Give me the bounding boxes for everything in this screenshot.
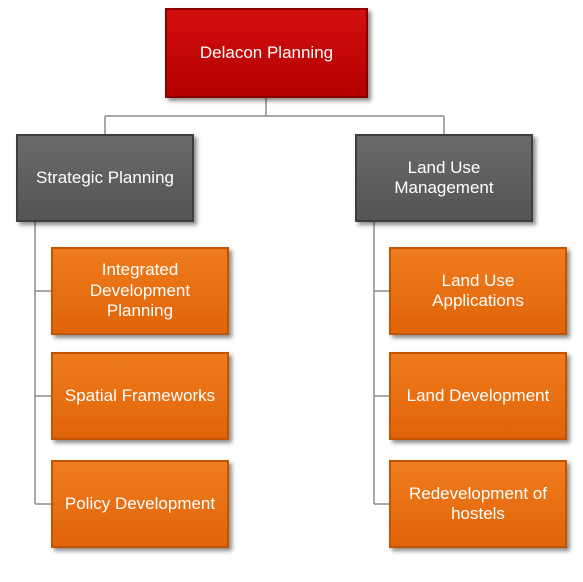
root-node: Delacon Planning: [165, 8, 368, 98]
leaf-node-label: Land Development: [406, 385, 550, 405]
leaf-node-label: Spatial Frameworks: [64, 385, 216, 405]
leaf-node-spatial-frameworks: Spatial Frameworks: [51, 352, 229, 440]
leaf-node-policy-development: Policy Development: [51, 460, 229, 548]
leaf-node-label: Integrated Development Planning: [89, 260, 191, 321]
branch-node-label: Strategic Planning: [36, 167, 174, 187]
leaf-node-redevelopment-of-hostels: Redevelopment of hostels: [389, 460, 567, 548]
branch-node-strategic-planning: Strategic Planning: [16, 134, 194, 222]
branch-node-label: Land Use Management: [394, 157, 494, 197]
leaf-node-label: Redevelopment of hostels: [409, 483, 547, 523]
leaf-node-land-use-applications: Land Use Applications: [389, 247, 567, 335]
leaf-node-land-development: Land Development: [389, 352, 567, 440]
root-node-label: Delacon Planning: [199, 42, 334, 62]
branch-node-land-use-management: Land Use Management: [355, 134, 533, 222]
leaf-node-label: Policy Development: [64, 493, 216, 513]
leaf-node-integrated-development-planning: Integrated Development Planning: [51, 247, 229, 335]
leaf-node-label: Land Use Applications: [432, 270, 524, 310]
